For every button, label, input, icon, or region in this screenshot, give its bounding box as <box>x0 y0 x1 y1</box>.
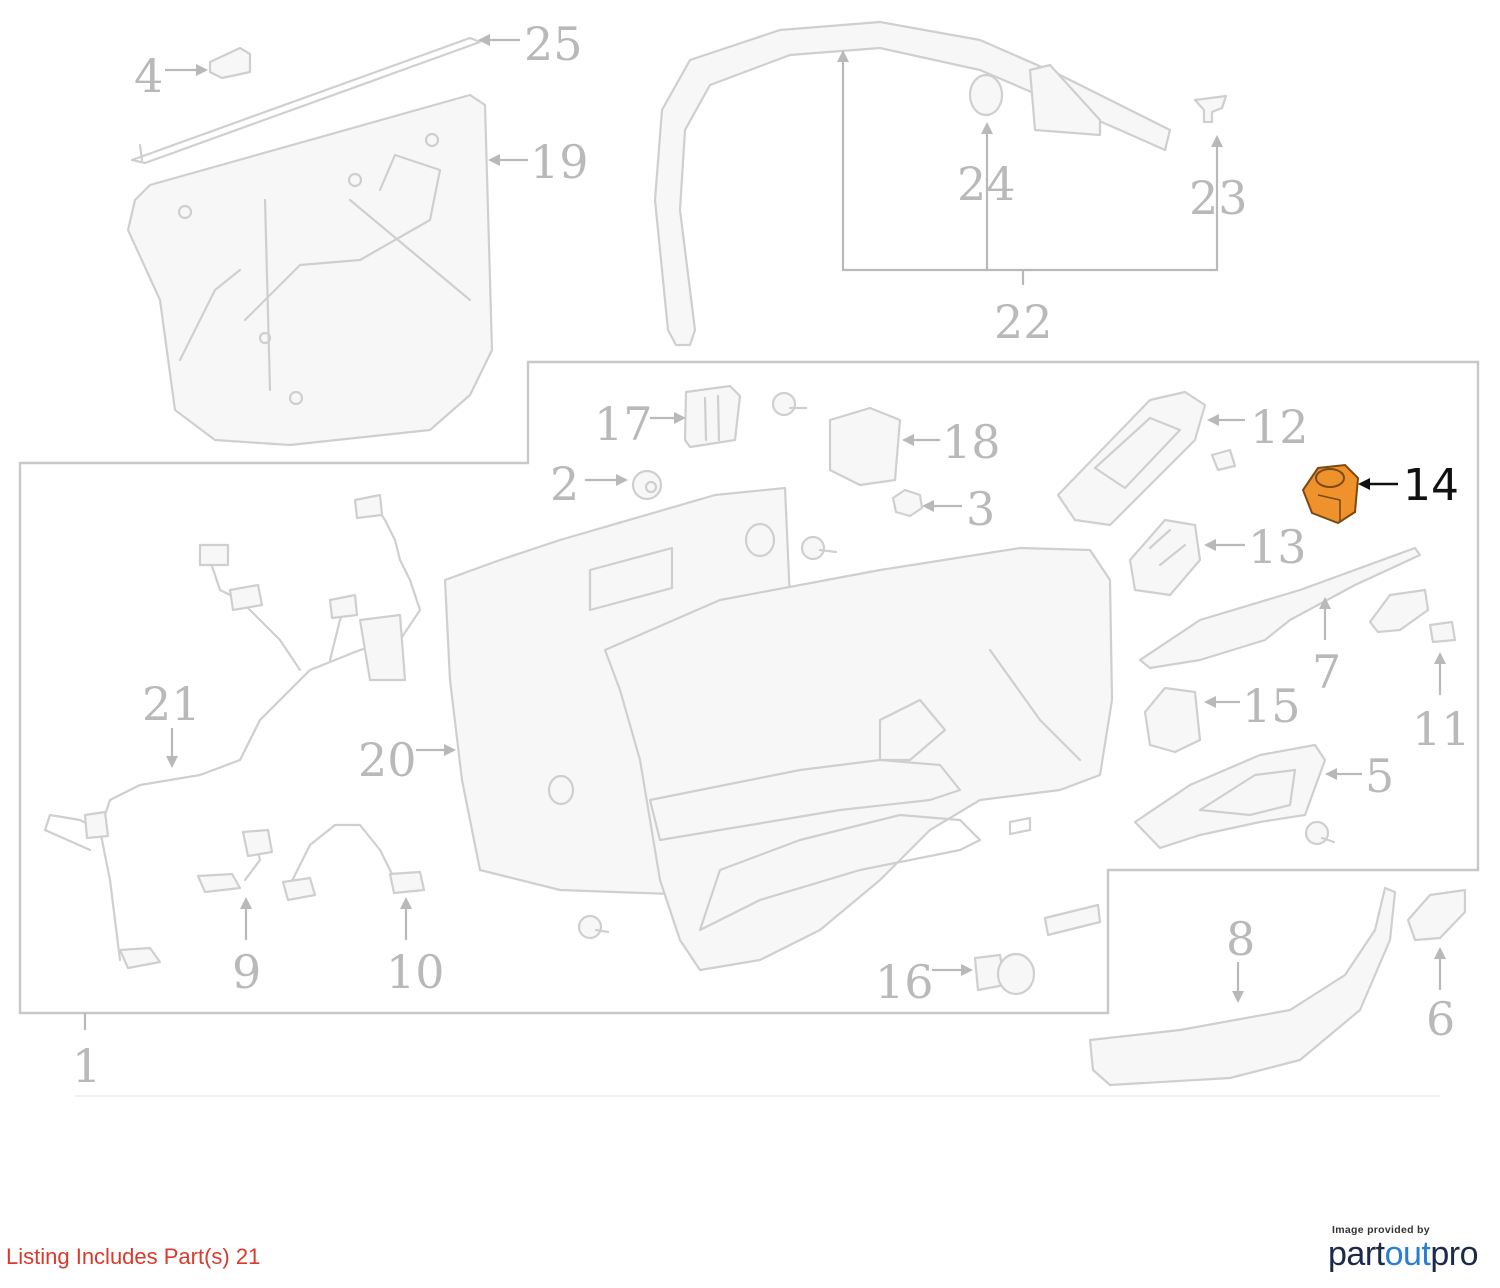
part-9-pigtail <box>196 828 274 894</box>
callout-22: 22 <box>994 295 1053 349</box>
callout-11: 11 <box>1412 702 1471 756</box>
screw-d <box>1304 820 1336 846</box>
badge-plate <box>1043 903 1102 937</box>
part-4-clip <box>208 46 252 80</box>
image-provided-by: Image provided by <box>1332 1224 1430 1236</box>
part-3-nut <box>891 488 924 518</box>
callout-17: 17 <box>594 397 653 451</box>
screw-c <box>577 914 610 940</box>
logo-pro: pro <box>1430 1235 1478 1273</box>
part-14-body <box>1301 463 1360 525</box>
screw-b <box>800 535 838 561</box>
callout-21: 21 <box>142 677 201 731</box>
part-18-module <box>828 406 902 487</box>
screw-a <box>771 391 808 417</box>
part-5-inside-handle <box>1133 743 1327 850</box>
part-12-switch-bezel <box>1056 390 1207 527</box>
callout-1: 1 <box>72 1039 101 1093</box>
part-14-highlighted-switch <box>1301 463 1360 525</box>
part-21-wiring-harness <box>43 493 422 970</box>
partoutpro-logo: partoutpro <box>1328 1236 1498 1272</box>
part-10-pigtail <box>281 823 426 902</box>
callout-18: 18 <box>942 415 1001 469</box>
callout-16: 16 <box>875 955 934 1009</box>
callout-12: 12 <box>1250 400 1309 454</box>
part-25-weatherstrip <box>130 36 482 165</box>
callout-4: 4 <box>134 49 163 103</box>
door-trim-panel <box>603 546 1114 972</box>
part-8-armrest-trim <box>1088 886 1397 1087</box>
callout-2: 2 <box>550 457 579 511</box>
callout-5: 5 <box>1365 749 1394 803</box>
part-23-clip <box>1193 94 1228 124</box>
callout-24: 24 <box>957 157 1016 211</box>
callout-7: 7 <box>1312 645 1341 699</box>
partoutpro-credit: Image provided by partoutpro <box>1328 1224 1498 1272</box>
callout-14-highlighted: 14 <box>1403 460 1459 511</box>
callout-3: 3 <box>966 482 995 536</box>
listing-note: Listing Includes Part(s) 21 <box>6 1244 261 1269</box>
callout-25: 25 <box>524 17 583 71</box>
logo-part: part <box>1328 1235 1385 1273</box>
callout-23: 23 <box>1189 171 1248 225</box>
callout-9: 9 <box>232 945 261 999</box>
part-2-push-pin <box>631 469 663 501</box>
part-17-switch <box>683 384 742 449</box>
part-24-cap <box>968 73 1004 117</box>
part-13-window-switch <box>1128 518 1202 597</box>
part-7-garnish <box>1138 546 1422 670</box>
part-6-cover <box>1406 888 1467 942</box>
part-16-bezel <box>973 952 1036 996</box>
callout-19: 19 <box>530 135 589 189</box>
callout-13: 13 <box>1248 520 1307 574</box>
part-15-switch <box>1143 686 1202 754</box>
logo-out: out <box>1384 1235 1431 1273</box>
part-19-door-panel <box>126 93 494 447</box>
callout-8: 8 <box>1226 912 1255 966</box>
assembly-frame <box>18 360 1480 1015</box>
part-22-frame-molding <box>653 20 1172 347</box>
part-11-connector <box>1368 588 1457 644</box>
part-12-clip <box>1210 448 1237 472</box>
callout-6: 6 <box>1426 992 1455 1046</box>
callout-15: 15 <box>1242 679 1301 733</box>
callout-20: 20 <box>358 733 417 787</box>
leader-22 <box>841 60 1219 272</box>
callout-10: 10 <box>386 945 445 999</box>
